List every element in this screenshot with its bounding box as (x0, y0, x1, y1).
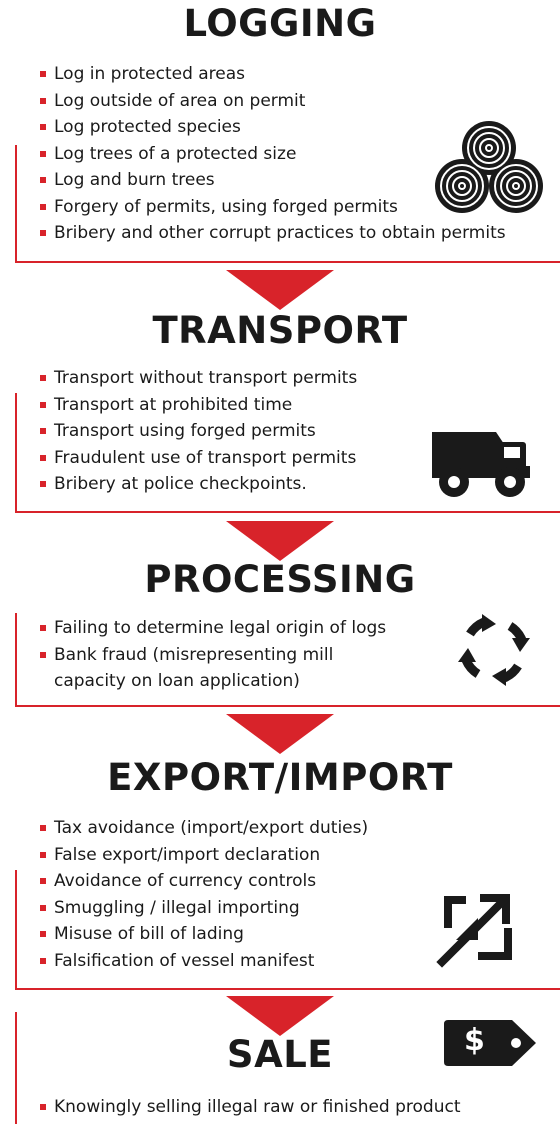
list-item: Log trees of a protected size (40, 141, 506, 168)
sale-bracket-line (15, 1012, 17, 1124)
flow-arrow-3 (226, 714, 334, 754)
stage-title-sale: SALE (226, 1033, 334, 1076)
price-tag-icon: $ (442, 1018, 538, 1068)
list-item: Bank fraud (misrepresenting mill capacit… (40, 642, 400, 695)
list-item: Smuggling / illegal importing (40, 895, 368, 922)
logging-bracket-line (15, 145, 17, 263)
list-item: Falsification of vessel manifest (40, 948, 368, 975)
list-item: Transport at prohibited time (40, 392, 357, 419)
dump-truck-icon (432, 432, 530, 497)
transport-list: Transport without transport permits Tran… (40, 365, 357, 498)
list-item: Bribery at police checkpoints. (40, 471, 357, 498)
flow-arrow-4 (226, 996, 334, 1036)
export-arrow-icon (436, 894, 512, 968)
cycle-arrows-icon (458, 614, 530, 686)
list-item: Failing to determine legal origin of log… (40, 615, 400, 642)
list-item: Log outside of area on permit (40, 88, 506, 115)
list-item: Forgery of permits, using forged permits (40, 194, 506, 221)
export-import-divider (15, 988, 560, 990)
list-item: Knowingly selling illegal raw or finishe… (40, 1094, 461, 1121)
list-item: Misuse of bill of lading (40, 921, 368, 948)
stage-title-export-import: EXPORT/IMPORT (107, 756, 453, 799)
transport-divider (15, 511, 560, 513)
logs-icon (435, 121, 543, 213)
flow-arrow-2 (226, 521, 334, 561)
list-item: Tax avoidance (import/export duties) (40, 815, 368, 842)
stage-title-transport: TRANSPORT (152, 309, 408, 352)
logging-divider (15, 261, 560, 263)
list-item: Avoidance of currency controls (40, 868, 368, 895)
list-item: Log in protected areas (40, 61, 506, 88)
list-item: Log protected species (40, 114, 506, 141)
list-item: Transport without transport permits (40, 365, 357, 392)
list-item: False export/import declaration (40, 842, 368, 869)
transport-bracket-line (15, 393, 17, 513)
logging-list: Log in protected areas Log outside of ar… (40, 61, 506, 247)
export-import-bracket-line (15, 870, 17, 990)
processing-bracket-line (15, 613, 17, 707)
list-item: Log and burn trees (40, 167, 506, 194)
stage-title-processing: PROCESSING (144, 558, 416, 601)
flow-arrow-1 (226, 270, 334, 310)
list-item: Fraudulent use of transport permits (40, 445, 357, 472)
stage-title-logging: LOGGING (183, 2, 377, 45)
processing-divider (15, 705, 560, 707)
processing-list: Failing to determine legal origin of log… (40, 615, 400, 695)
sale-list: Knowingly selling illegal raw or finishe… (40, 1094, 461, 1121)
dollar-sign: $ (464, 1023, 485, 1058)
list-item: Transport using forged permits (40, 418, 357, 445)
export-import-list: Tax avoidance (import/export duties) Fal… (40, 815, 368, 974)
list-item: Bribery and other corrupt practices to o… (40, 220, 506, 247)
